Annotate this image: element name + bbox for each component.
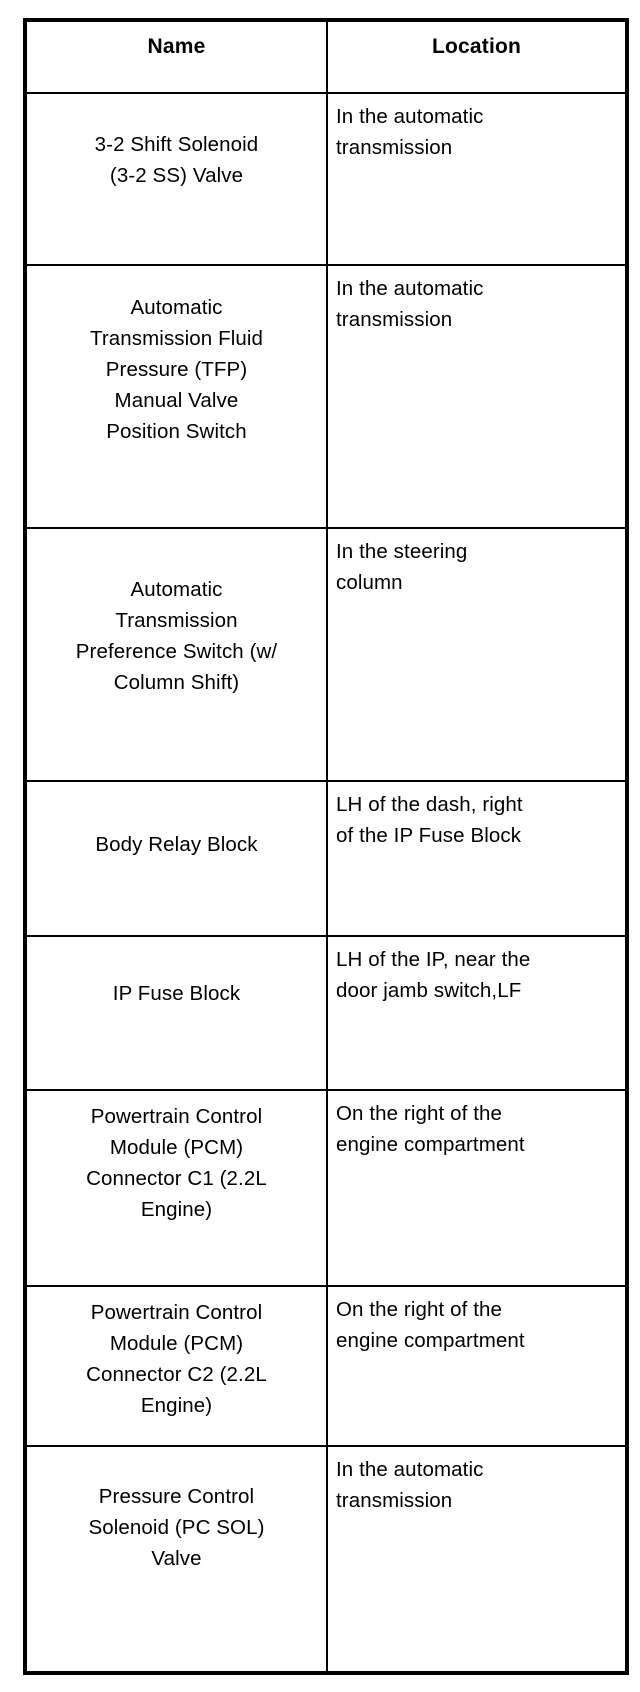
table-row: Pressure Control Solenoid (PC SOL) Valve… (24, 1445, 628, 1674)
component-name: 3-2 Shift Solenoid (3-2 SS) Valve (94, 133, 259, 187)
table-row: IP Fuse Block LH of the IP, near the doo… (24, 934, 628, 1092)
component-location: LH of the IP, near the door jamb switch,… (336, 947, 531, 1002)
table-row: Powertrain Control Module (PCM) Connecto… (24, 1089, 628, 1288)
cell-location: In the steering column (326, 527, 628, 782)
cell-location: In the automatic transmission (326, 264, 628, 530)
cell-location: In the automatic transmission (326, 91, 628, 267)
table-row: 3-2 Shift Solenoid (3-2 SS) Valve In the… (24, 91, 628, 267)
cell-name: Automatic Transmission Fluid Pressure (T… (24, 264, 328, 530)
cell-name: Powertrain Control Module (PCM) Connecto… (24, 1285, 328, 1448)
component-location: On the right of the engine compartment (336, 1298, 525, 1353)
component-location-table-wrapper: Name Location 3-2 Shift Solenoid (3-2 SS… (23, 18, 629, 1675)
table-row: Powertrain Control Module (PCM) Connecto… (24, 1285, 628, 1448)
cell-name: IP Fuse Block (24, 934, 328, 1092)
cell-name: Powertrain Control Module (PCM) Connecto… (24, 1089, 328, 1288)
cell-location: On the right of the engine compartment (326, 1089, 628, 1288)
cell-name: Automatic Transmission Preference Switch… (24, 527, 328, 782)
component-name: Automatic Transmission Preference Switch… (75, 578, 278, 695)
table-header: Name Location (24, 19, 628, 94)
component-location: In the steering column (336, 540, 468, 595)
component-location: In the automatic transmission (336, 277, 484, 332)
column-header-name: Name (24, 19, 328, 94)
column-header-name-label: Name (147, 35, 206, 58)
cell-location: LH of the IP, near the door jamb switch,… (326, 934, 628, 1092)
component-name: Automatic Transmission Fluid Pressure (T… (89, 296, 264, 444)
column-header-location: Location (326, 19, 628, 94)
component-location-table: Name Location 3-2 Shift Solenoid (3-2 SS… (23, 18, 629, 1675)
table-row: Automatic Transmission Fluid Pressure (T… (24, 264, 628, 530)
cell-name: 3-2 Shift Solenoid (3-2 SS) Valve (24, 91, 328, 267)
cell-name: Body Relay Block (24, 779, 328, 937)
table-row: Body Relay Block LH of the dash, right o… (24, 779, 628, 937)
cell-location: In the automatic transmission (326, 1445, 628, 1674)
component-name: IP Fuse Block (112, 981, 241, 1005)
cell-location: LH of the dash, right of the IP Fuse Blo… (326, 779, 628, 937)
column-header-location-label: Location (431, 35, 522, 58)
component-location: LH of the dash, right of the IP Fuse Blo… (336, 792, 523, 847)
table-body: 3-2 Shift Solenoid (3-2 SS) Valve In the… (24, 91, 628, 1674)
header-row: Name Location (24, 19, 628, 94)
table-row: Automatic Transmission Preference Switch… (24, 527, 628, 782)
cell-location: On the right of the engine compartment (326, 1285, 628, 1448)
component-name: Pressure Control Solenoid (PC SOL) Valve (88, 1485, 265, 1571)
component-location: In the automatic transmission (336, 1458, 484, 1513)
component-name: Powertrain Control Module (PCM) Connecto… (86, 1105, 267, 1222)
component-location: On the right of the engine compartment (336, 1102, 525, 1157)
component-location: In the automatic transmission (336, 105, 484, 159)
cell-name: Pressure Control Solenoid (PC SOL) Valve (24, 1445, 328, 1674)
component-name: Body Relay Block (95, 832, 258, 856)
component-name: Powertrain Control Module (PCM) Connecto… (86, 1301, 267, 1418)
